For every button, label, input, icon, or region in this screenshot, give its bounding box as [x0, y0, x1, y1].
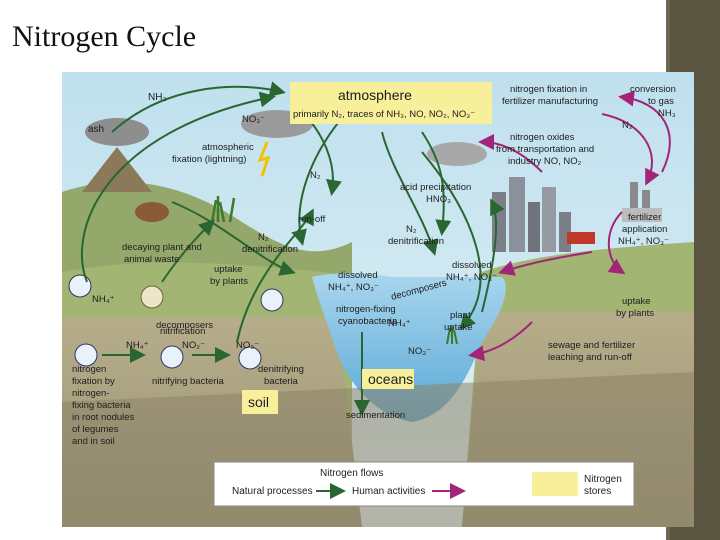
label-denitrifying: denitrifying: [258, 364, 304, 375]
bacteria-circle: [260, 288, 284, 312]
label-sedimentation: sedimentation: [346, 410, 405, 421]
label-no3-chain: NO₃⁻: [236, 340, 259, 351]
label-fixation-3: nitrogen-: [72, 388, 110, 399]
label-fertilizer-ions: NH₄⁺, NO₃⁻: [618, 236, 669, 247]
label-nh4-sea: NH₄⁺: [388, 318, 411, 329]
label-fixation-2: fixation by: [72, 376, 115, 387]
label-nh4-chain: NH₄⁺: [126, 340, 149, 351]
label-denitrifying-bacteria: bacteria: [264, 376, 299, 387]
atmosphere-composition: primarily N₂, traces of NH₃, NO, NO₂, NO…: [293, 109, 475, 120]
label-no2-chain: NO₂⁻: [182, 340, 205, 351]
label-fixation-6: of legumes: [72, 424, 119, 435]
atmosphere-label: atmosphere: [338, 87, 412, 103]
slide-title: Nitrogen Cycle: [12, 20, 197, 53]
human-flow-arrows: [468, 90, 671, 362]
label-atmospheric-fixation: atmospheric: [202, 142, 254, 153]
legend-stores-2: stores: [584, 486, 611, 497]
oceans-label: oceans: [368, 371, 413, 387]
nitrogen-cycle-figure: atmosphere primarily N₂, traces of NH₃, …: [62, 72, 694, 527]
label-hno3: HNO₃: [426, 194, 451, 205]
bacteria-circle: [68, 274, 92, 298]
label-acid-precipitation: acid precipitation: [400, 182, 471, 193]
sea-plant: [446, 326, 458, 345]
bacteria-circle: [160, 345, 184, 369]
label-no3-atmosphere: NO₃⁻: [242, 114, 265, 125]
legend: Nitrogen flows Natural processes Human a…: [213, 461, 635, 507]
label-n2-mid: N₂: [310, 170, 321, 181]
label-fixation-5: in root nodules: [72, 412, 135, 423]
label-dissolved-ions-right: NH₄⁺, NO₃⁻: [446, 272, 497, 283]
label-ash: ash: [88, 124, 104, 135]
label-denitrification-left: denitrification: [242, 244, 298, 255]
bacteria-circle: [74, 343, 98, 367]
label-conversion: conversion: [630, 84, 676, 95]
label-plant: plant: [450, 310, 471, 321]
acid-rain-cloud: [427, 142, 487, 166]
label-uptake-right: uptake: [622, 296, 651, 307]
label-nitrifying-bacteria: nitrifying bacteria: [152, 376, 225, 387]
label-plant-uptake: uptake: [444, 322, 473, 333]
label-fertilizer-manufacturing: fertilizer manufacturing: [502, 96, 598, 107]
legend-stores-1: Nitrogen: [584, 474, 622, 485]
lightning-bolt-icon: [257, 141, 271, 177]
volcano: [82, 147, 152, 192]
label-atmospheric-fixation-2: fixation (lightning): [172, 154, 246, 165]
soil-store-box: [242, 390, 278, 414]
label-run-off: run-off: [298, 214, 326, 225]
label-industry: industry NO, NO₂: [508, 156, 582, 167]
label-uptake-left: uptake: [214, 264, 243, 275]
label-n2-center: N₂: [406, 224, 417, 235]
label-to-gas: to gas: [648, 96, 674, 107]
label-cyanobacteria: cyanobacteria: [338, 316, 398, 327]
label-leaching: leaching and run-off: [548, 352, 632, 363]
label-dissolved-ions-left: NH₄⁺, NO₃⁻: [328, 282, 379, 293]
label-nitrogen-oxides: nitrogen oxides: [510, 132, 575, 143]
nitrogen-cycle-diagram: atmosphere primarily N₂, traces of NH₃, …: [62, 72, 694, 527]
label-nitrogen-fixing: nitrogen-fixing: [336, 304, 396, 315]
bacteria-circle: [238, 346, 262, 370]
label-fixation-1: nitrogen: [72, 364, 106, 375]
label-fixation-7: and in soil: [72, 436, 115, 447]
ash-cloud: [85, 118, 149, 146]
label-nh4-left: NH₄⁺: [92, 294, 115, 305]
legend-flows-title: Nitrogen flows: [320, 468, 383, 479]
soil-label: soil: [248, 394, 269, 410]
label-n2-left: N₂: [258, 232, 269, 243]
label-no3-sea: NO₃⁻: [408, 346, 431, 357]
label-fertilizer-fixation: nitrogen fixation in: [510, 84, 587, 95]
label-by-plants-left: by plants: [210, 276, 248, 287]
label-fertilizer: fertilizer: [628, 212, 661, 223]
label-n2-right: N₂: [622, 120, 633, 131]
rabbit: [135, 202, 169, 222]
label-nitrification: nitrification: [160, 326, 205, 337]
label-fixation-4: fixing bacteria: [72, 400, 131, 411]
tractor: [567, 232, 595, 244]
legend-human-label: Human activities: [352, 486, 425, 497]
label-dissolved-right: dissolved: [452, 260, 492, 271]
label-transportation: from transportation and: [496, 144, 594, 155]
legend-natural-label: Natural processes: [232, 486, 313, 497]
label-nh3: NH₃: [148, 92, 167, 103]
label-application: application: [622, 224, 667, 235]
label-conversion-nh3: NH₃: [658, 108, 676, 119]
label-animal-waste: animal waste: [124, 254, 179, 265]
label-by-plants-right: by plants: [616, 308, 654, 319]
label-decomposers: decomposers: [156, 320, 213, 331]
label-sewage: sewage and fertilizer: [548, 340, 635, 351]
natural-flow-arrows: [80, 81, 505, 416]
label-denitrification-center: denitrification: [388, 236, 444, 247]
legend-store-swatch: [532, 472, 578, 496]
factory: [622, 182, 662, 222]
label-decaying: decaying plant and: [122, 242, 202, 253]
decomposer-circle: [140, 285, 164, 309]
label-dissolved-left: dissolved: [338, 270, 378, 281]
grass-plant: [210, 196, 236, 223]
oceans-store-box: [362, 369, 414, 389]
atmosphere-store-box: [290, 82, 492, 124]
